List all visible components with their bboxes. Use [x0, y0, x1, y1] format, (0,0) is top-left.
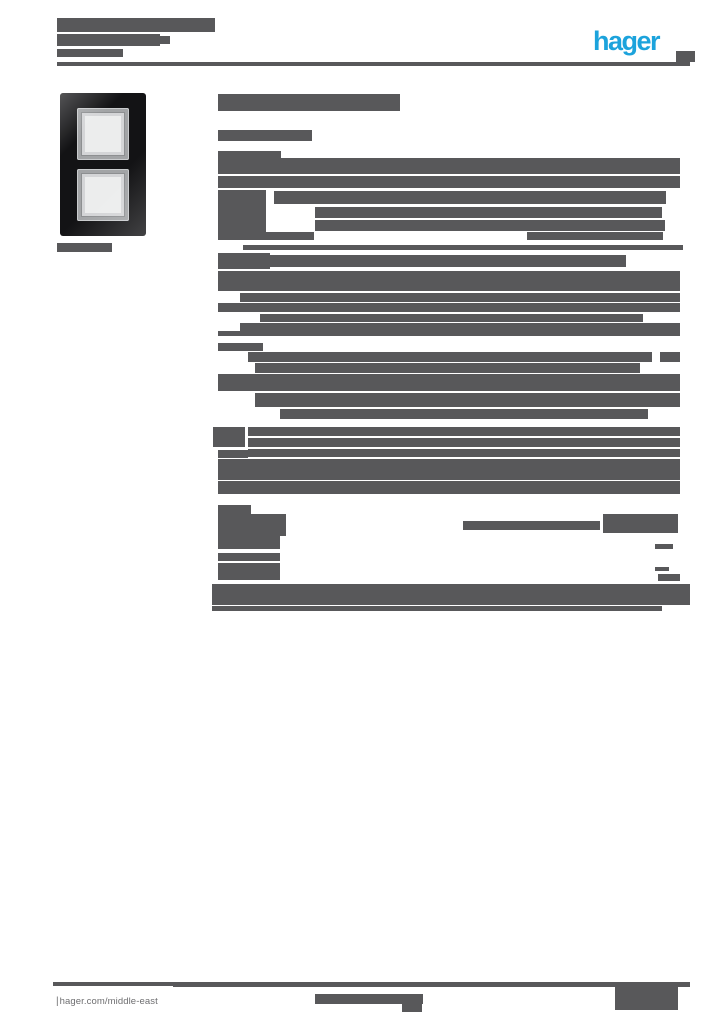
glass-sheen [60, 93, 146, 236]
header-title-text-bar [57, 34, 160, 46]
body-text-bar [274, 191, 666, 204]
body-text-bar [246, 255, 626, 267]
body-text-bar [255, 393, 680, 407]
body-text-bar [218, 514, 286, 536]
header-divider [57, 62, 690, 66]
body-text-bar [248, 352, 652, 362]
body-text-bar [315, 220, 665, 231]
body-text-bar [218, 374, 256, 391]
body-text-bar [218, 190, 266, 238]
body-text-bar [212, 606, 662, 611]
frame-window-top-inner [81, 112, 125, 156]
body-text-bar [248, 449, 680, 457]
product-caption-bar [57, 243, 112, 252]
body-text-bar [527, 232, 663, 240]
body-text-bar [240, 293, 680, 302]
body-text-bar [240, 323, 680, 332]
body-text-bar [655, 544, 673, 549]
body-text-bar [218, 232, 314, 240]
body-text-bar [218, 253, 270, 269]
body-text-bar [218, 176, 680, 188]
body-text-bar [315, 207, 662, 218]
product-image [60, 93, 146, 236]
body-text-bar [658, 574, 680, 581]
body-text-bar [463, 521, 600, 530]
header-title-text-bar [57, 18, 215, 32]
body-text-bar [213, 427, 245, 447]
footer-link-prefix: | [56, 996, 59, 1007]
body-text-bar [243, 245, 683, 250]
footer-link-box: | hager.com/middle-east [53, 986, 173, 1017]
footer-text-bar [615, 986, 678, 1010]
footer-website-link[interactable]: hager.com/middle-east [59, 996, 158, 1007]
body-text-bar [248, 438, 680, 447]
body-text-bar [218, 450, 248, 458]
frame-window-bottom-inner [81, 173, 125, 217]
body-text-bar [218, 459, 680, 480]
body-text-bar [218, 158, 680, 174]
footer-text-bar [402, 1003, 422, 1012]
body-text-bar [218, 481, 680, 494]
body-text-bar [255, 363, 640, 373]
footer-divider [53, 982, 690, 987]
body-text-bar [260, 314, 643, 322]
body-text-bar [218, 536, 280, 549]
logo-mark [676, 51, 695, 62]
body-text-bar [218, 563, 280, 580]
body-text-bar [218, 94, 400, 111]
frame-window-top [77, 108, 129, 160]
header-title-text-bar [115, 36, 170, 44]
body-text-bar [655, 567, 669, 571]
header-title-text-bar [57, 49, 123, 57]
body-text-bar [218, 553, 280, 561]
body-text-bar [218, 303, 680, 312]
body-text-bar [218, 343, 263, 351]
frame-window-bottom [77, 169, 129, 221]
body-text-bar [255, 374, 680, 391]
body-text-bar [212, 584, 690, 605]
body-text-bar [218, 130, 312, 141]
body-text-bar [603, 514, 678, 533]
body-text-bar [248, 427, 680, 436]
body-text-bar [218, 271, 680, 291]
body-text-bar [660, 352, 680, 362]
footer-text-bar [315, 994, 423, 1004]
body-text-bar [218, 505, 251, 514]
body-text-bar [218, 151, 281, 162]
body-text-bar [218, 331, 680, 336]
body-text-bar [280, 409, 648, 419]
hager-logo: hager [593, 26, 661, 56]
